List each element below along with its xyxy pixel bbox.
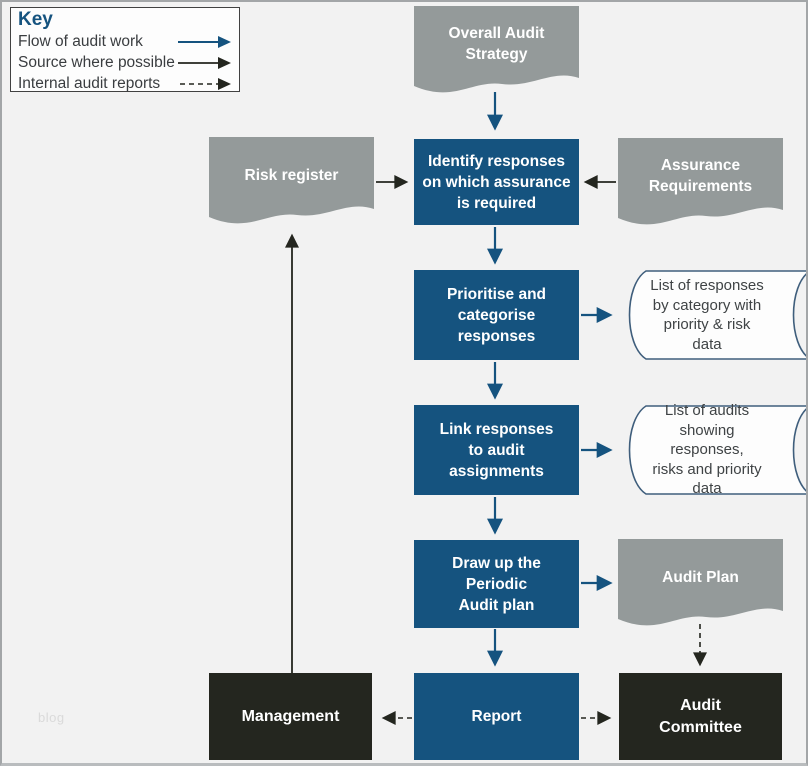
stored-data-shape — [628, 405, 806, 495]
node-draw-up-audit-plan: Draw up the Periodic Audit plan — [414, 540, 579, 628]
legend: Key Flow of audit work Source where poss… — [10, 7, 240, 92]
legend-item-label: Flow of audit work — [18, 32, 143, 50]
node-label: Identify responses on which assurance is… — [422, 152, 571, 212]
document-shape — [618, 138, 783, 225]
node-label: List of audits showing responses, risks … — [652, 402, 762, 498]
legend-item-flow: Flow of audit work — [18, 31, 232, 52]
legend-item-label: Source where possible — [18, 53, 175, 71]
node-label: Audit Committee — [659, 696, 742, 736]
node-label: List of responses by category with prior… — [650, 277, 764, 353]
solid-black-arrow-icon — [178, 56, 231, 69]
node-list-of-responses: List of responses by category with prior… — [622, 270, 806, 360]
node-label: Prioritise and categorise responses — [446, 285, 547, 345]
node-label: Management — [241, 707, 340, 725]
legend-item-source: Source where possible — [18, 52, 232, 73]
node-assurance-requirements: Assurance Requirements — [618, 138, 783, 230]
stored-data-shape — [628, 270, 806, 360]
node-label: Report — [471, 708, 522, 725]
node-prioritise-responses: Prioritise and categorise responses — [414, 270, 579, 360]
watermark: blog — [38, 710, 65, 725]
legend-title: Key — [18, 9, 53, 30]
node-audit-committee: Audit Committee — [619, 673, 782, 760]
node-label: Overall Audit Strategy — [448, 25, 545, 63]
dashed-black-arrow-icon — [180, 77, 231, 90]
solid-blue-arrow-icon — [178, 35, 231, 48]
document-shape — [209, 137, 374, 224]
node-report: Report — [414, 673, 579, 760]
legend-item-label: Internal audit reports — [18, 74, 161, 92]
node-label: Risk register — [244, 166, 339, 184]
node-management: Management — [209, 673, 372, 760]
legend-item-internal: Internal audit reports — [18, 73, 232, 94]
node-risk-register: Risk register — [209, 137, 374, 229]
node-overall-audit-strategy: Overall Audit Strategy — [414, 6, 579, 98]
node-list-of-audits: List of audits showing responses, risks … — [622, 402, 806, 498]
document-shape — [414, 6, 579, 93]
node-label: Link responses to audit assignments — [439, 420, 554, 480]
node-label: Audit Plan — [662, 568, 739, 586]
node-audit-plan: Audit Plan — [618, 539, 783, 631]
node-label: Draw up the Periodic Audit plan — [452, 554, 541, 614]
node-identify-responses: Identify responses on which assurance is… — [414, 139, 579, 225]
document-shape — [618, 539, 783, 626]
node-link-responses: Link responses to audit assignments — [414, 405, 579, 495]
node-label: Assurance Requirements — [648, 157, 753, 195]
